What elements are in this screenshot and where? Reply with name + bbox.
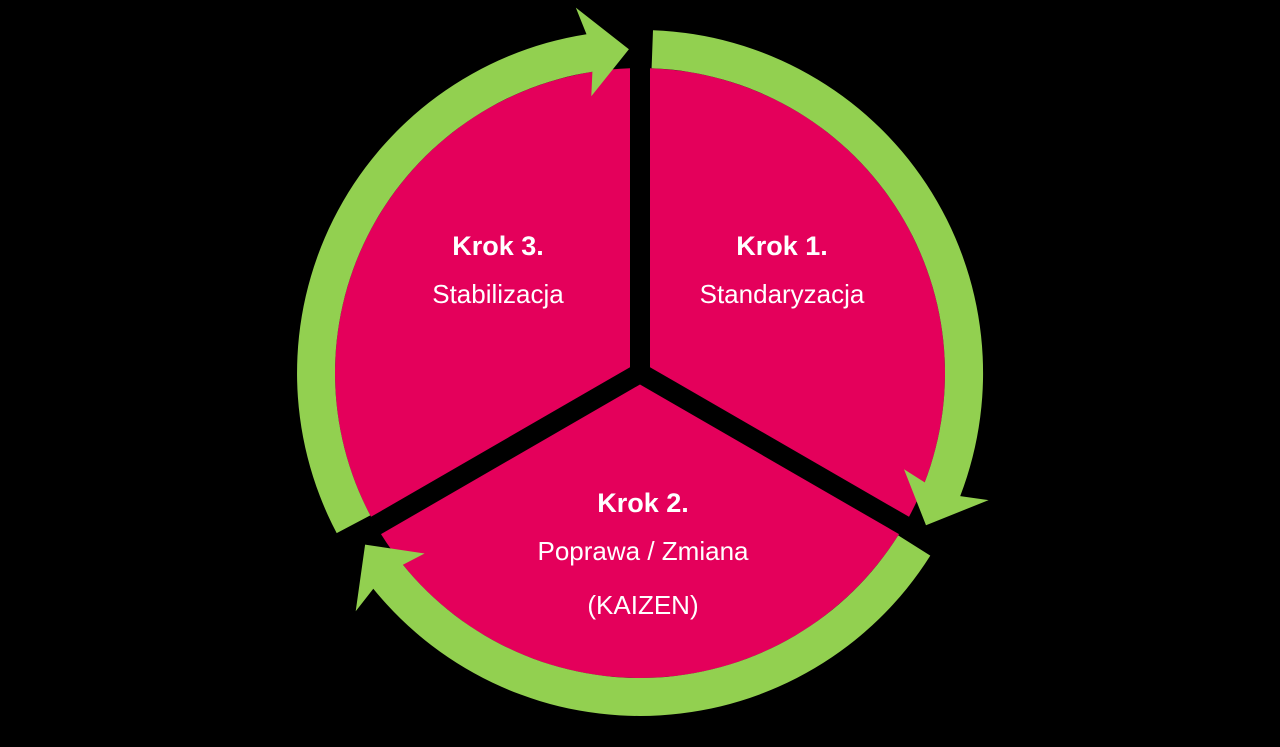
step-3-name: Stabilizacja xyxy=(432,279,564,309)
arrow-ring-step-2 xyxy=(355,535,931,716)
arrow-ring-step-3 xyxy=(297,7,629,534)
step-1-name: Standaryzacja xyxy=(699,279,865,309)
cycle-arrow-ring xyxy=(297,7,989,716)
step-3-title: Krok 3. xyxy=(452,231,544,261)
segment-step-3 xyxy=(334,68,630,517)
step-2-title: Krok 2. xyxy=(597,488,689,518)
arrow-ring-step-1 xyxy=(651,30,989,526)
step-1-label: Krok 1. Standaryzacja xyxy=(700,230,865,310)
step-1-title: Krok 1. xyxy=(736,231,828,261)
segment-step-1 xyxy=(650,68,946,517)
step-2-label: Krok 2. Poprawa / Zmiana (KAIZEN) xyxy=(538,487,749,621)
step-2-name: Poprawa / Zmiana xyxy=(537,536,749,566)
step-2-subtitle: (KAIZEN) xyxy=(587,590,699,620)
segment-step-2 xyxy=(381,384,899,679)
cycle-segments xyxy=(334,68,946,679)
step-3-label: Krok 3. Stabilizacja xyxy=(432,230,564,310)
